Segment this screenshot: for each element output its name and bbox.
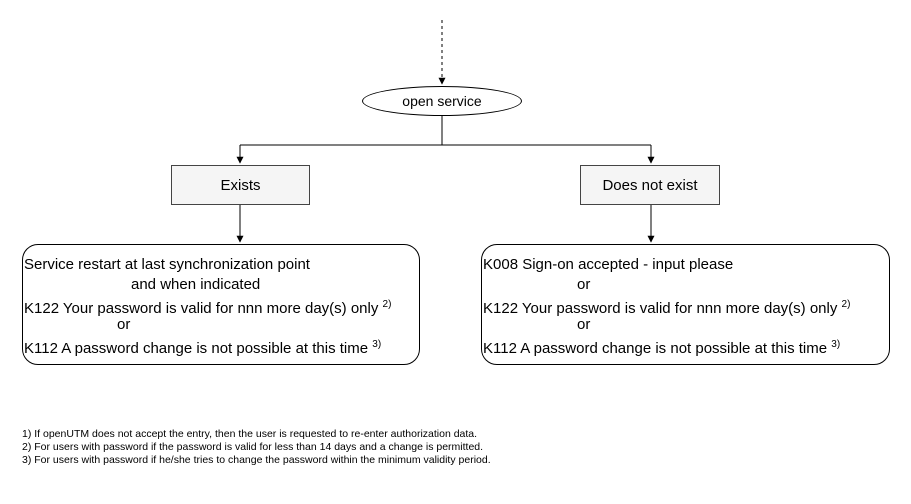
footnote-ref: 3) [372,339,382,350]
exists-condition-node: Exists [171,165,310,205]
footnote-1: 1) If openUTM does not accept the entry,… [22,428,478,440]
footnote-ref: 2) [841,299,851,310]
exists-result-node: Service restart at last synchronization … [22,244,420,365]
result-line: or [117,316,131,333]
not-exist-result-node: K008 Sign-on accepted - input please or … [481,244,890,365]
exists-label: Exists [220,176,261,194]
open-service-label: open service [402,93,482,109]
footnotes: 1) If openUTM does not accept the entry,… [22,428,491,467]
result-line: K008 Sign-on accepted - input please [483,256,734,273]
not-exist-label: Does not exist [602,176,698,194]
footnote-ref: 2) [382,299,392,310]
footnote-2: 2) For users with password if the passwo… [22,441,484,453]
footnote-3: 3) For users with password if he/she tri… [22,454,491,466]
result-line: K112 A password change is not possible a… [483,339,841,357]
footnote-ref: 3) [831,339,841,350]
result-line: K122 Your password is valid for nnn more… [483,299,851,317]
result-line: and when indicated [131,276,261,293]
result-line: or [577,316,591,333]
result-line: K122 Your password is valid for nnn more… [24,299,392,317]
result-line: K112 A password change is not possible a… [24,339,382,357]
result-line: or [577,276,591,293]
result-line: Service restart at last synchronization … [24,256,310,273]
not-exist-condition-node: Does not exist [580,165,720,205]
open-service-node: open service [362,86,522,116]
